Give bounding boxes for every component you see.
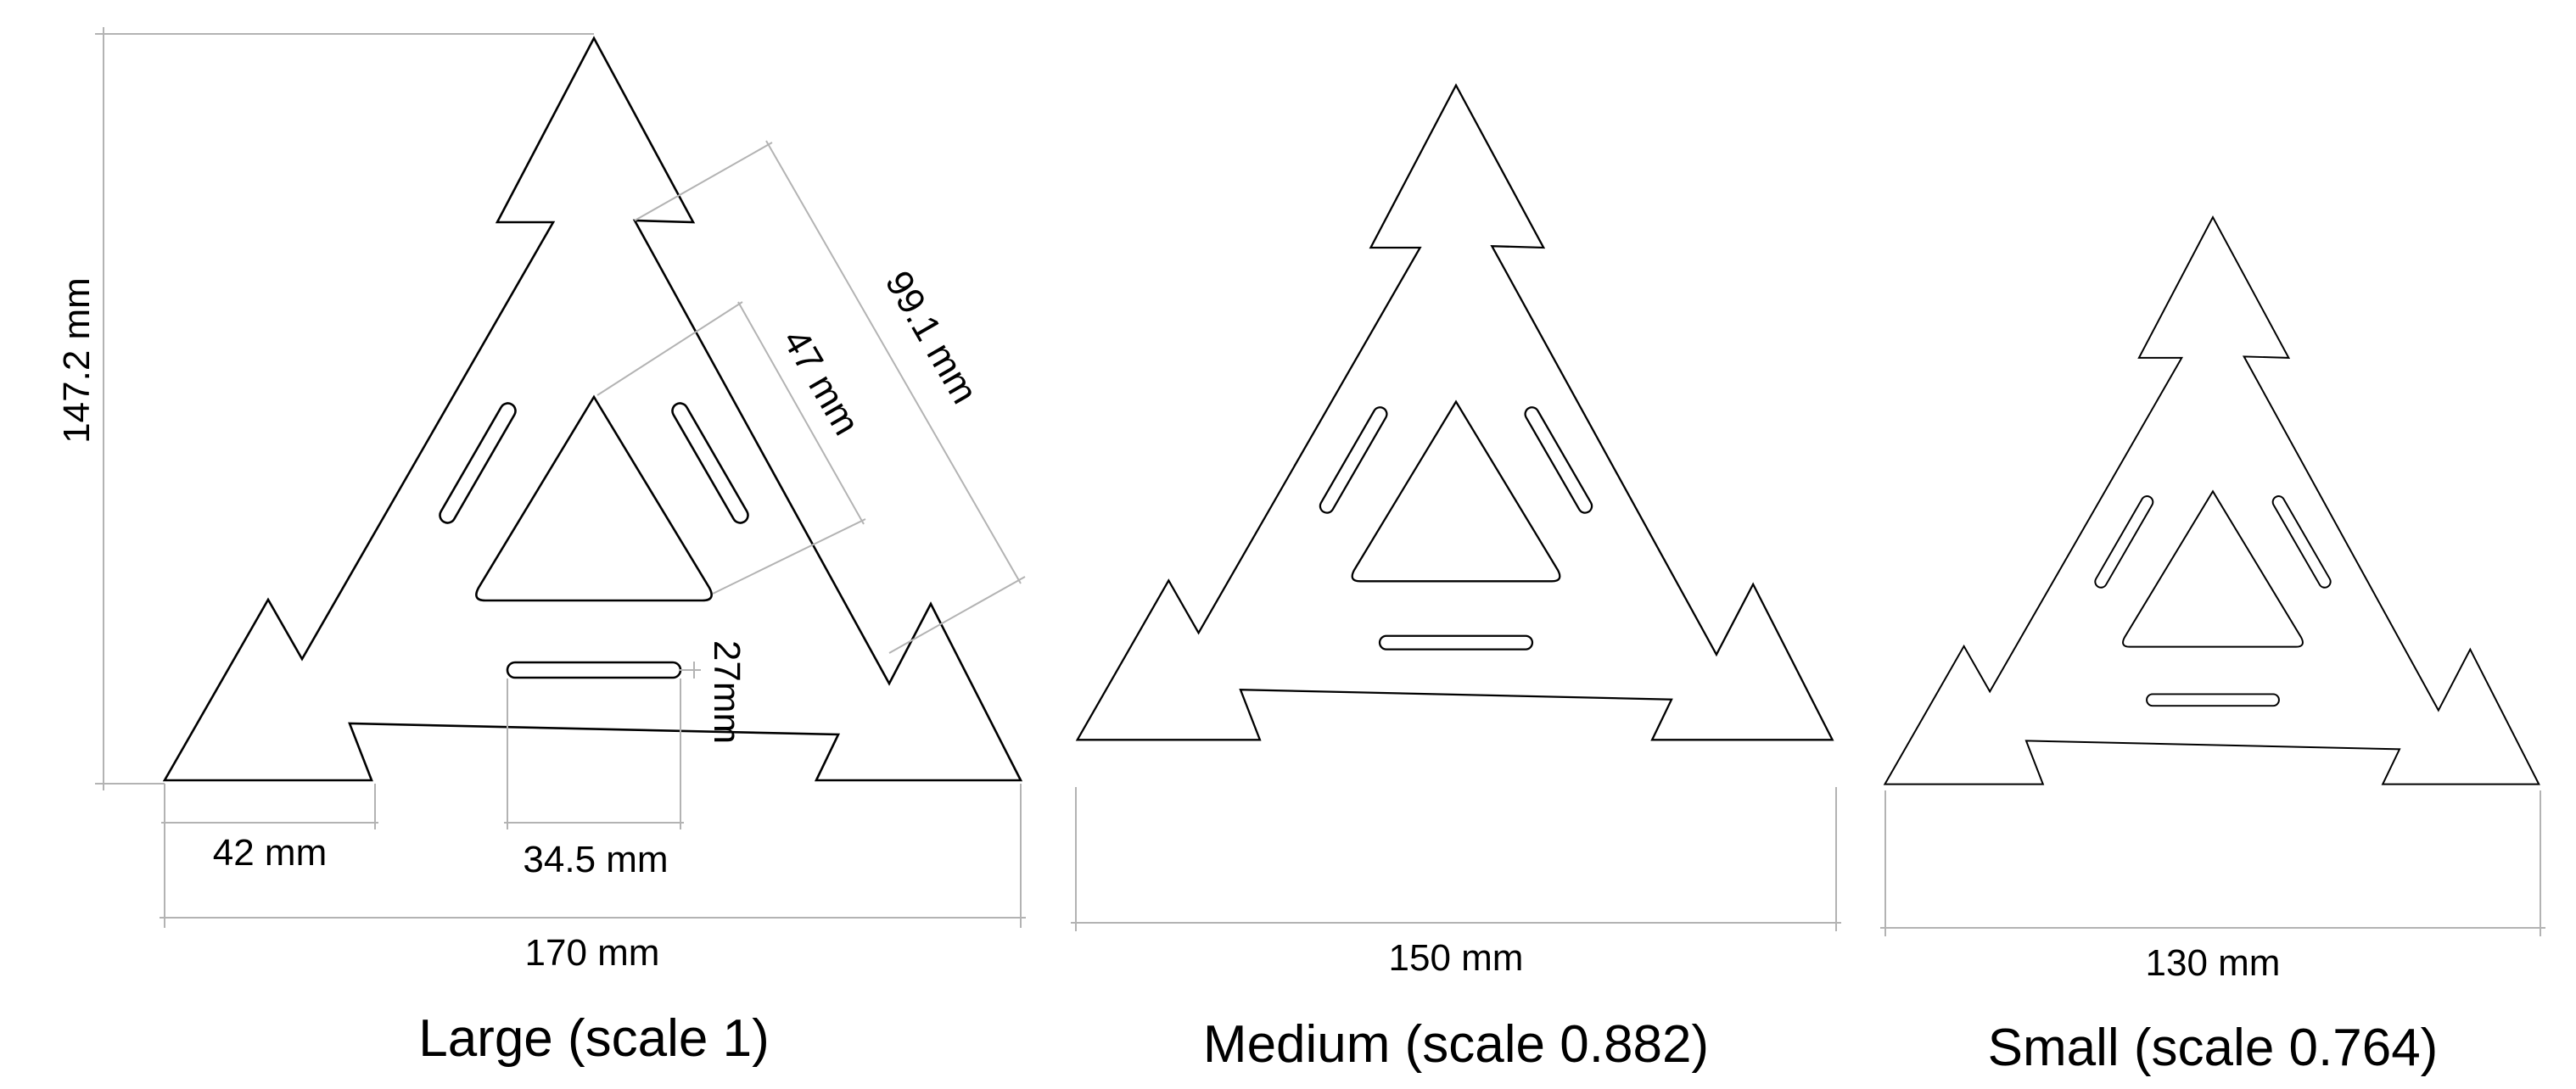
dim-inner-lines	[596, 301, 866, 595]
dim-slot-lines	[504, 679, 684, 829]
small-triangle-outline	[1884, 216, 2540, 785]
large-triangle-outline	[163, 36, 1022, 782]
dim-height-label: 147.2 mm	[56, 277, 98, 444]
small-width-label: 130 mm	[2146, 942, 2281, 984]
dim-foot-label: 42 mm	[213, 832, 327, 874]
large-width-label: 170 mm	[525, 932, 660, 974]
dim-slot-offset-lines	[679, 662, 701, 679]
small-width-lines	[1880, 790, 2545, 936]
dim-slot-label: 34.5 mm	[523, 839, 668, 880]
large-caption: Large (scale 1)	[418, 1009, 770, 1068]
small-piece: 130 mm Small (scale 0.764)	[1880, 216, 2545, 1077]
medium-piece: 150 mm Medium (scale 0.882)	[1071, 84, 1841, 1074]
medium-triangle-outline	[1076, 84, 1834, 741]
dim-slot-offset-label: 27mm	[706, 640, 748, 744]
medium-width-lines	[1071, 787, 1841, 931]
medium-caption: Medium (scale 0.882)	[1203, 1015, 1709, 1074]
small-caption: Small (scale 0.764)	[1988, 1019, 2439, 1077]
medium-width-label: 150 mm	[1389, 937, 1524, 979]
dim-inner-label: 47 mm	[775, 322, 868, 442]
large-piece: 147.2 mm 99.1 mm 47 mm 27mm 42 mm	[56, 27, 1026, 1068]
dim-height-lines	[95, 27, 594, 790]
dim-arm-lines	[634, 140, 1026, 654]
dim-width-lines	[160, 784, 1026, 928]
dim-foot-lines	[161, 784, 378, 829]
dim-arm-label: 99.1 mm	[877, 264, 986, 410]
